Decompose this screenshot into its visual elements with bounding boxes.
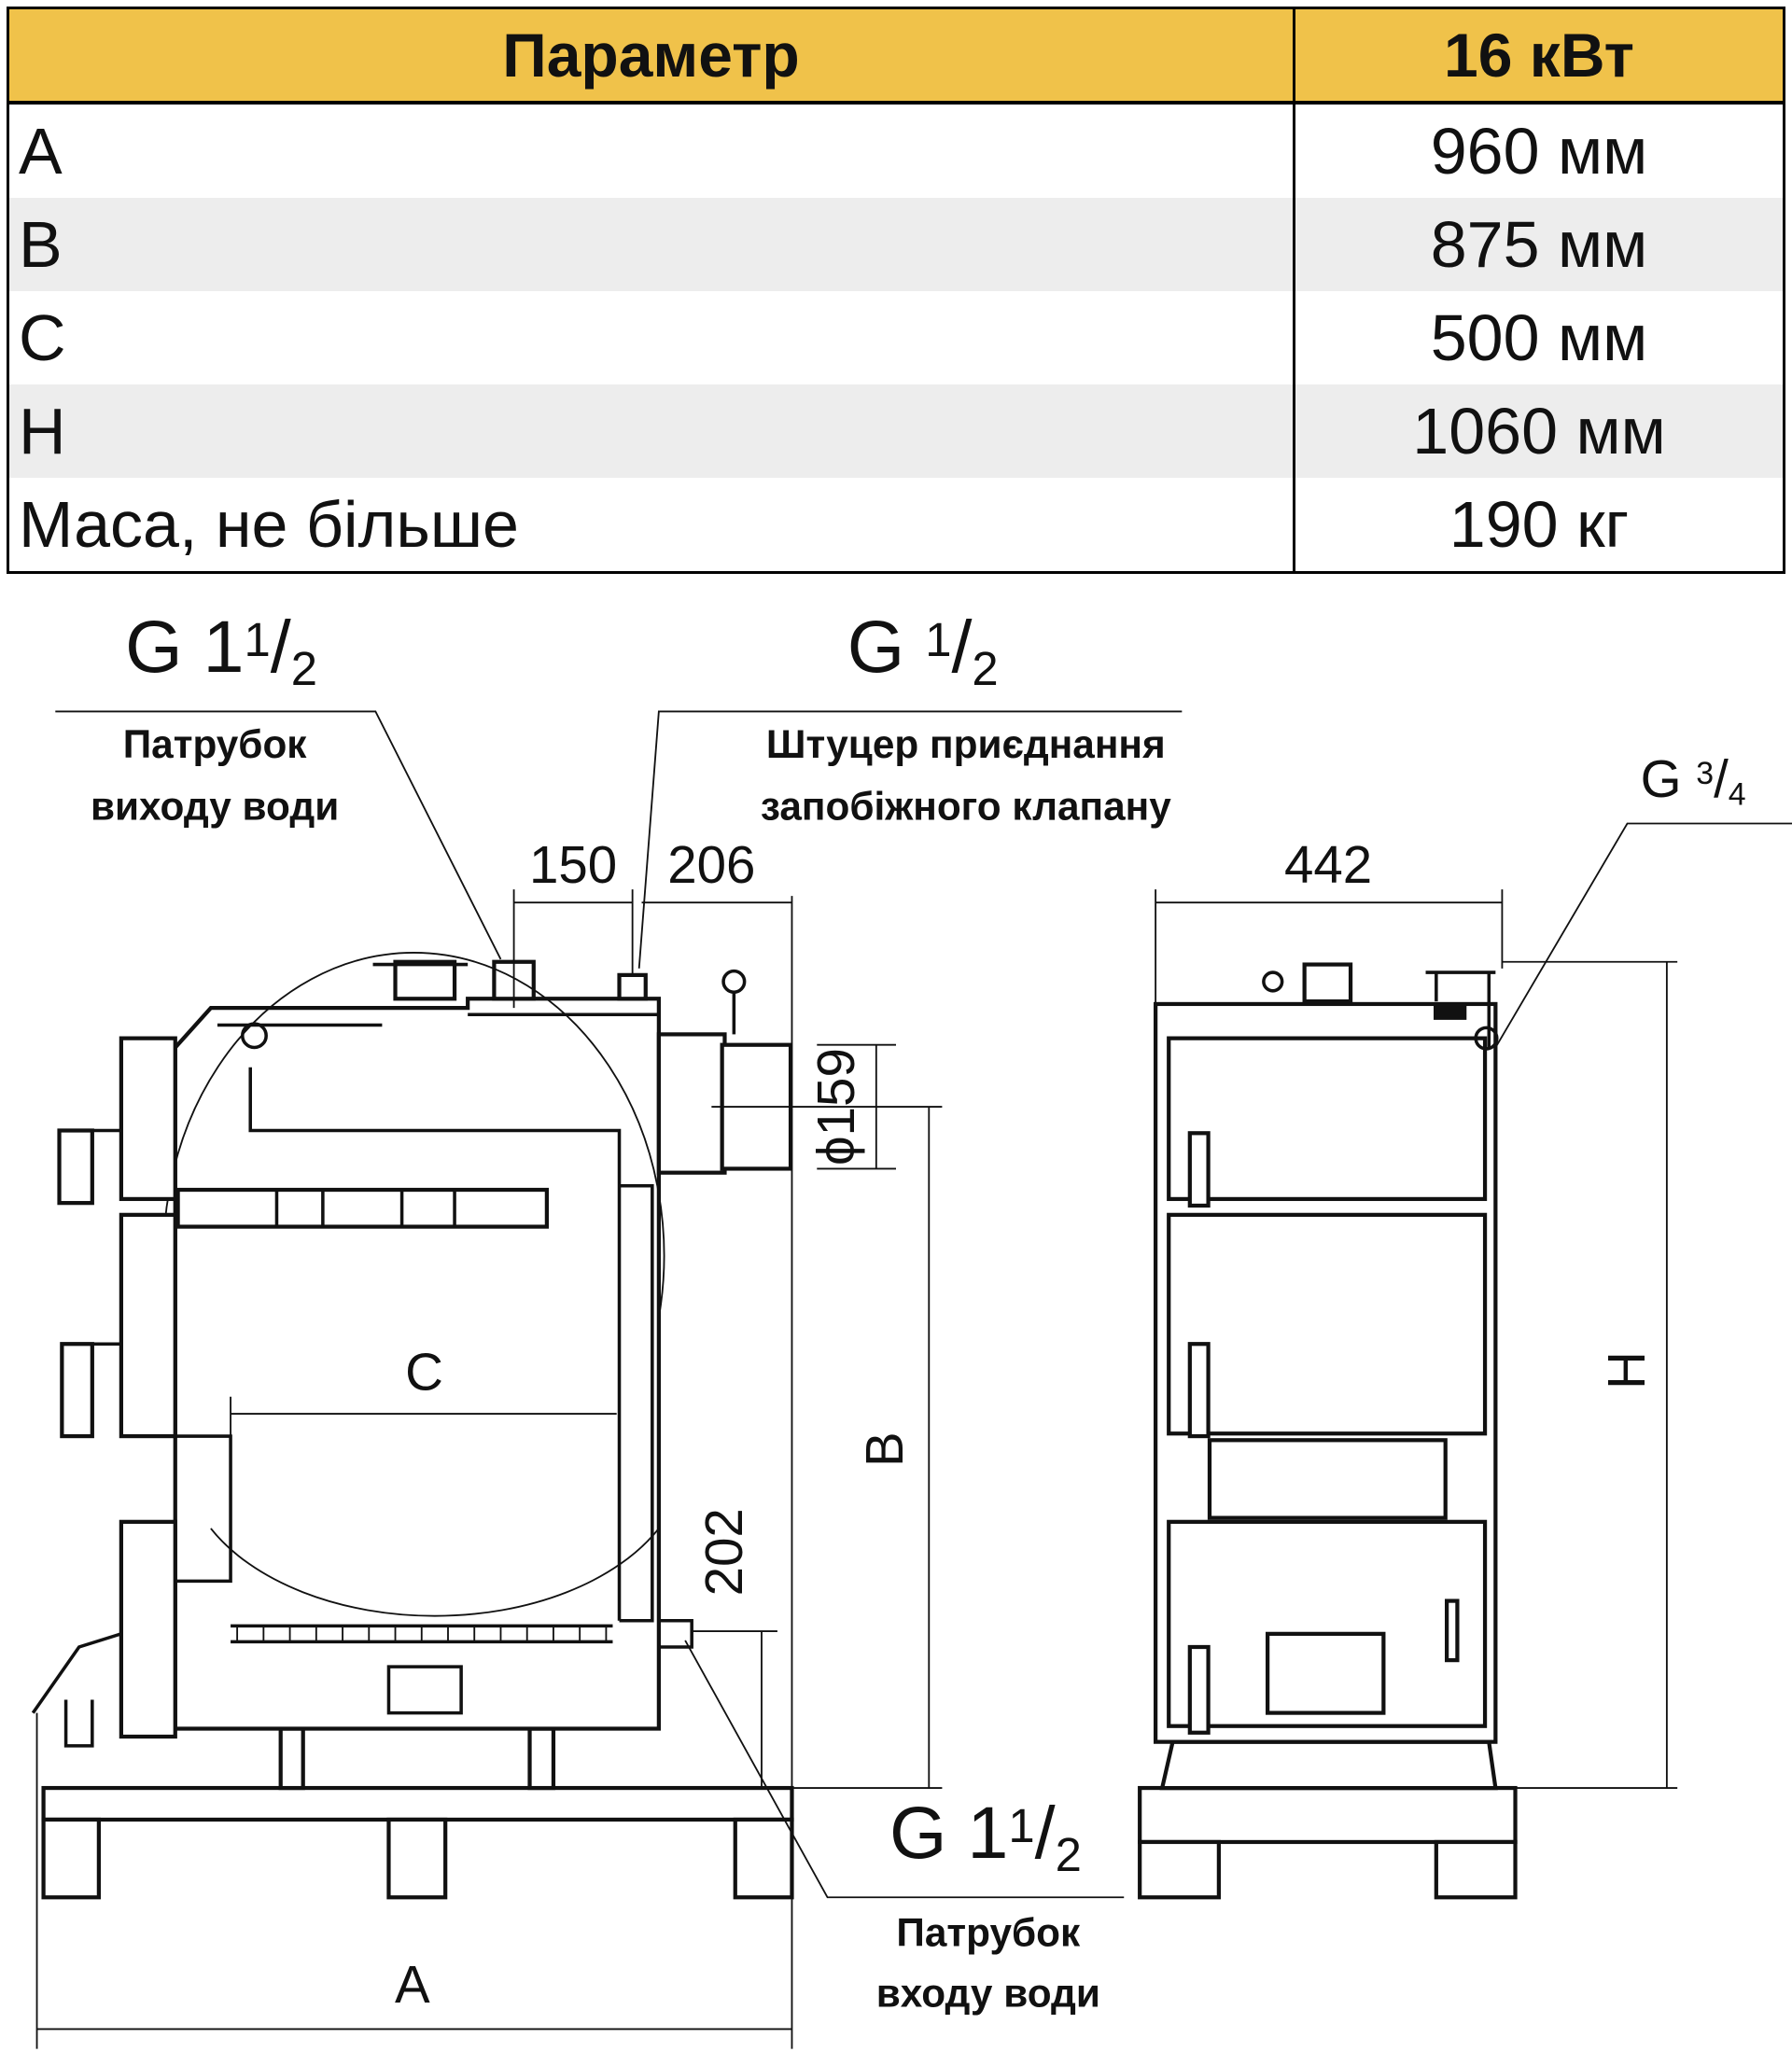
dim-flue-diameter: ϕ159	[806, 1048, 865, 1166]
dimension-labels: 150 206 442 ϕ159 202 B H C A	[395, 835, 1656, 2014]
valve-label-2: запобіжного клапану	[761, 784, 1171, 828]
dim-150: 150	[529, 835, 617, 894]
dim-206: 206	[667, 835, 755, 894]
inlet-callout: G 11/2 Патрубок входу води	[876, 1791, 1100, 2016]
outlet-callout: G 11/2 Патрубок виходу води	[91, 605, 339, 828]
side-thread: G	[1641, 749, 1697, 808]
side-thread-label: G 3/4	[1641, 749, 1746, 812]
dim-202: 202	[694, 1508, 753, 1596]
valve-callout: G 1/2 Штуцер приєднання запобіжного клап…	[761, 605, 1171, 828]
value-cell: 500 мм	[1293, 291, 1785, 384]
valve-thread-label: G 1/2	[847, 605, 999, 695]
boiler-side-view	[31, 952, 794, 1900]
header-power: 16 кВт	[1293, 7, 1785, 105]
side-frac-num: 3	[1696, 756, 1714, 791]
valve-frac-den: 2	[972, 642, 998, 695]
value-cell: 875 мм	[1293, 198, 1785, 291]
outlet-frac-slash: /	[271, 605, 291, 688]
side-frac-den: 4	[1729, 777, 1746, 813]
param-cell: C	[19, 301, 66, 374]
inlet-thread: G 1	[889, 1791, 1008, 1874]
outlet-label-2: виходу води	[91, 784, 339, 828]
param-cell: Маса, не більше	[19, 488, 519, 561]
dim-B: B	[855, 1431, 914, 1467]
dimension-lines	[35, 710, 1792, 2049]
outlet-thread: G 1	[125, 605, 244, 688]
outlet-frac-den: 2	[291, 642, 317, 695]
valve-thread: G	[847, 605, 925, 688]
param-cell: A	[19, 115, 63, 188]
dim-C: C	[405, 1343, 443, 1402]
inlet-frac-num: 1	[1008, 1799, 1034, 1852]
table-row: C 500 мм	[8, 291, 1785, 384]
inlet-frac-slash: /	[1035, 1791, 1056, 1874]
value-cell: 960 мм	[1293, 103, 1785, 198]
inlet-label-1: Патрубок	[896, 1911, 1081, 1955]
outlet-frac-num: 1	[245, 613, 271, 666]
valve-frac-num: 1	[925, 613, 951, 666]
outlet-label-1: Патрубок	[123, 722, 308, 766]
table-header-row: Параметр 16 кВт	[7, 7, 1785, 105]
side-fitting-callout: G 3/4	[1641, 749, 1746, 812]
param-cell: H	[7, 384, 1295, 478]
boiler-front-view	[1138, 962, 1518, 1900]
param-cell: B	[7, 198, 1295, 291]
dim-442: 442	[1284, 835, 1372, 894]
table-row: Маса, не більше 190 кг	[8, 478, 1785, 573]
valve-frac-slash: /	[951, 605, 972, 688]
dim-A: A	[395, 1955, 430, 2014]
table-row: A 960 мм	[8, 103, 1785, 198]
header-parameter: Параметр	[7, 7, 1295, 105]
side-frac-slash: /	[1714, 749, 1729, 808]
value-cell: 1060 мм	[1293, 384, 1785, 478]
value-cell: 190 кг	[1293, 478, 1785, 573]
inlet-label-2: входу води	[876, 1971, 1100, 2015]
inlet-frac-den: 2	[1056, 1828, 1082, 1881]
valve-label-1: Штуцер приєднання	[766, 722, 1166, 766]
inlet-thread-label: G 11/2	[889, 1791, 1082, 1881]
dim-H: H	[1597, 1351, 1656, 1389]
outlet-thread-label: G 11/2	[125, 605, 317, 695]
